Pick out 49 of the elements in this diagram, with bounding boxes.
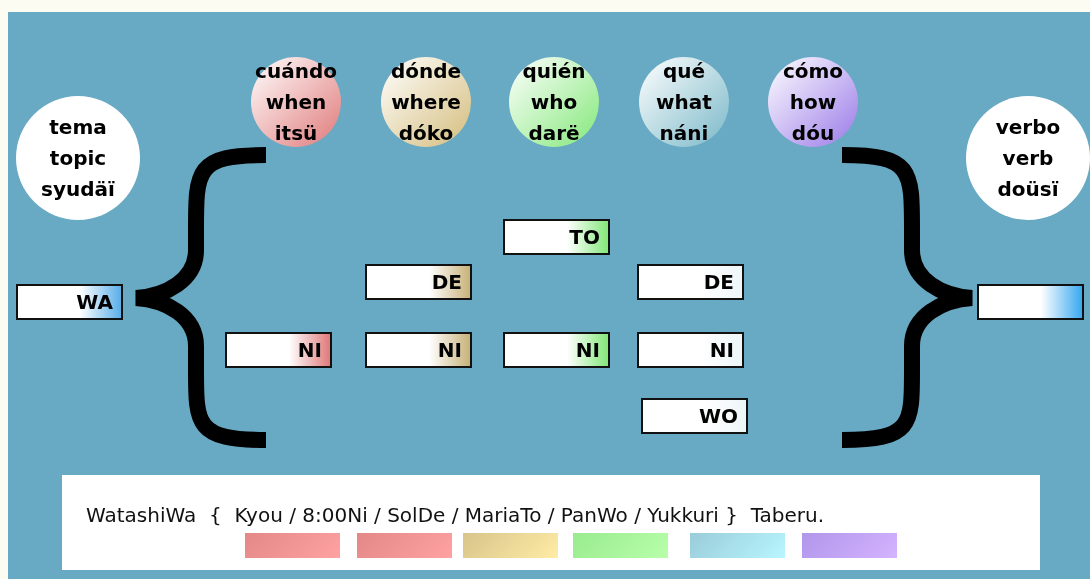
circle-label: verb bbox=[1002, 144, 1054, 172]
particle-label: WA bbox=[76, 290, 113, 314]
color-bar bbox=[573, 533, 668, 558]
circle-label: náni bbox=[659, 119, 709, 147]
circle-label: dóu bbox=[791, 119, 835, 147]
circle-label: dónde bbox=[390, 57, 462, 85]
circle-label: tema bbox=[49, 113, 107, 141]
particle-label: NI bbox=[709, 338, 734, 362]
circle-label: topic bbox=[49, 144, 107, 172]
color-bar bbox=[802, 533, 897, 558]
particle-label: DE bbox=[431, 270, 462, 294]
particle-box bbox=[637, 264, 744, 300]
circle-label: where bbox=[391, 88, 461, 116]
circle-label: qué bbox=[662, 57, 706, 85]
circle-label: syudäï bbox=[41, 175, 115, 203]
particle-label: NI bbox=[297, 338, 322, 362]
particle-box bbox=[503, 332, 610, 368]
circle-label: verbo bbox=[995, 113, 1061, 141]
particle-box bbox=[365, 332, 472, 368]
particle-label: NI bbox=[437, 338, 462, 362]
particle-label: WO bbox=[698, 404, 738, 428]
particle-label: NI bbox=[575, 338, 600, 362]
circle-label: who bbox=[530, 88, 578, 116]
circle-label: how bbox=[789, 88, 837, 116]
particle-box bbox=[637, 332, 744, 368]
particle-box bbox=[503, 219, 610, 255]
circle-label: dóko bbox=[398, 119, 454, 147]
particle-box bbox=[16, 284, 123, 320]
color-bar bbox=[245, 533, 340, 558]
particle-box bbox=[977, 284, 1084, 320]
particle-box bbox=[641, 398, 748, 434]
circle-label: quién bbox=[522, 57, 586, 85]
circle-label: itsü bbox=[274, 119, 318, 147]
circle-label: darë bbox=[528, 119, 580, 147]
particle-label: DE bbox=[703, 270, 734, 294]
color-bar bbox=[690, 533, 785, 558]
color-bar bbox=[463, 533, 558, 558]
label-circle bbox=[966, 96, 1090, 220]
particle-box bbox=[365, 264, 472, 300]
particle-label: TO bbox=[569, 225, 600, 249]
circle-label: when bbox=[265, 88, 327, 116]
particle-box bbox=[225, 332, 332, 368]
circle-label: doüsï bbox=[997, 175, 1059, 203]
label-circle bbox=[16, 96, 140, 220]
color-bar bbox=[357, 533, 452, 558]
circle-label: what bbox=[656, 88, 712, 116]
circle-label: cómo bbox=[782, 57, 844, 85]
example-panel bbox=[62, 475, 1040, 570]
example-sentence: WatashiWa { Kyou / 8:00Ni / SolDe / MariaTo / PanWo / Yukkuri } Taberu. bbox=[86, 503, 825, 527]
